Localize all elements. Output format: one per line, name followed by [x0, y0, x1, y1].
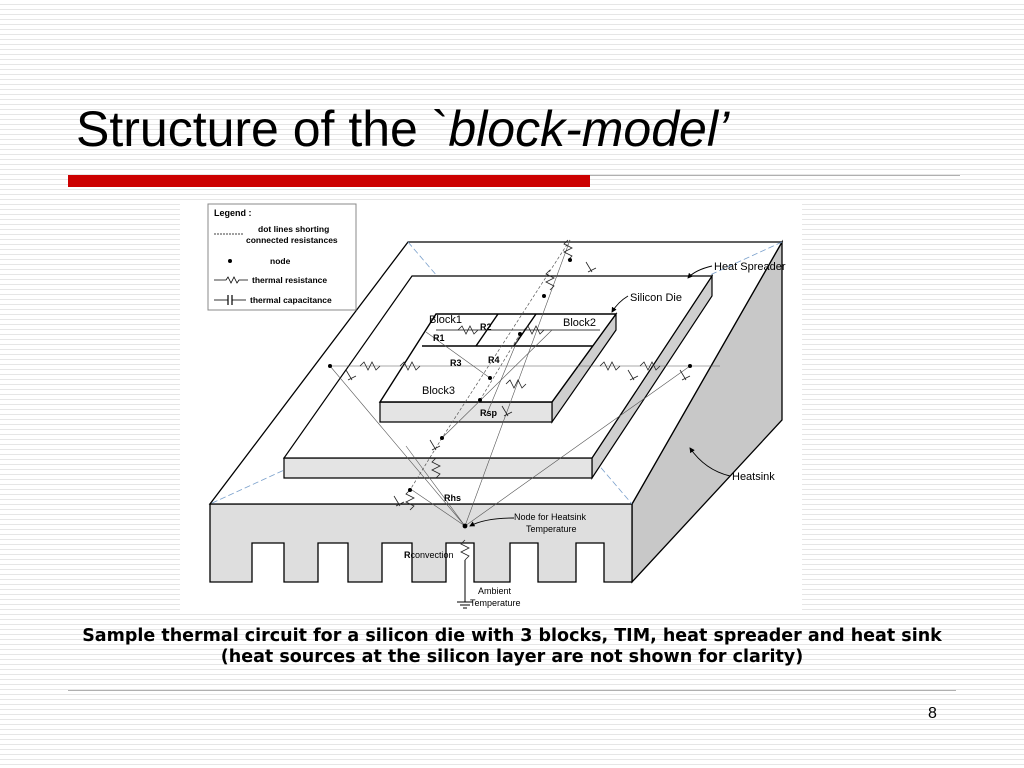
footer-divider-line	[68, 690, 956, 691]
label-r-convection-rest: convection	[411, 550, 454, 560]
figure-caption: Sample thermal circuit for a silicon die…	[82, 626, 942, 667]
label-r4: R4	[488, 355, 500, 365]
label-block1: Block1	[429, 314, 462, 326]
label-node-heatsink-2: Temperature	[526, 524, 577, 534]
dotted-short-lines	[409, 239, 571, 491]
label-heat-spreader: Heat Spreader	[714, 261, 786, 273]
thermal-resistors	[359, 239, 661, 561]
legend-dot-line-1: dot lines shorting	[258, 224, 329, 234]
label-rhs: Rhs	[444, 493, 461, 503]
label-r3: R3	[450, 358, 462, 368]
connection-lines	[329, 239, 720, 527]
title-emphasis: block-model’	[448, 101, 730, 157]
thermal-circuit-diagram: Legend : dot lines shorting connected re…	[180, 200, 802, 610]
title-accent-bar	[68, 175, 590, 187]
label-r-convection-prefix: R	[404, 550, 411, 560]
heatsink-node-labels: Node for Heatsink Temperature Rconvectio…	[404, 512, 587, 608]
label-ambient-2: Temperature	[470, 598, 521, 608]
page-number: 8	[928, 705, 937, 722]
label-ambient-1: Ambient	[478, 586, 512, 596]
label-silicon-die: Silicon Die	[630, 292, 682, 304]
legend: Legend : dot lines shorting connected re…	[207, 203, 357, 311]
component-labels: Heat Spreader Silicon Die Heatsink Block…	[422, 261, 786, 483]
slide-title: Structure of the `block-model’	[76, 102, 729, 157]
label-r2: R2	[480, 322, 492, 332]
label-r1: R1	[433, 333, 445, 343]
legend-title: Legend :	[214, 208, 252, 218]
legend-dot-line-2: connected resistances	[246, 235, 338, 245]
legend-node: node	[270, 256, 291, 266]
legend-thermal-capacitance: thermal capacitance	[250, 295, 332, 305]
title-divider-line	[590, 175, 960, 176]
circuit-nodes	[328, 258, 692, 529]
label-r-convection: Rconvection	[404, 550, 454, 560]
label-block2: Block2	[563, 317, 596, 329]
label-block3: Block3	[422, 385, 455, 397]
label-arrows	[469, 265, 731, 527]
resistor-labels: R1 R2 R3 R4 Rsp Rhs	[433, 322, 500, 503]
legend-thermal-resistance: thermal resistance	[252, 275, 327, 285]
diagram-svg: Legend : dot lines shorting connected re…	[207, 203, 786, 609]
title-plain: Structure of the `	[76, 101, 449, 157]
label-node-heatsink-1: Node for Heatsink	[514, 512, 587, 522]
ambient-ground-symbol	[457, 560, 473, 609]
label-rsp: Rsp	[480, 408, 498, 418]
label-heatsink: Heatsink	[732, 471, 775, 483]
thermal-capacitors	[345, 261, 691, 507]
